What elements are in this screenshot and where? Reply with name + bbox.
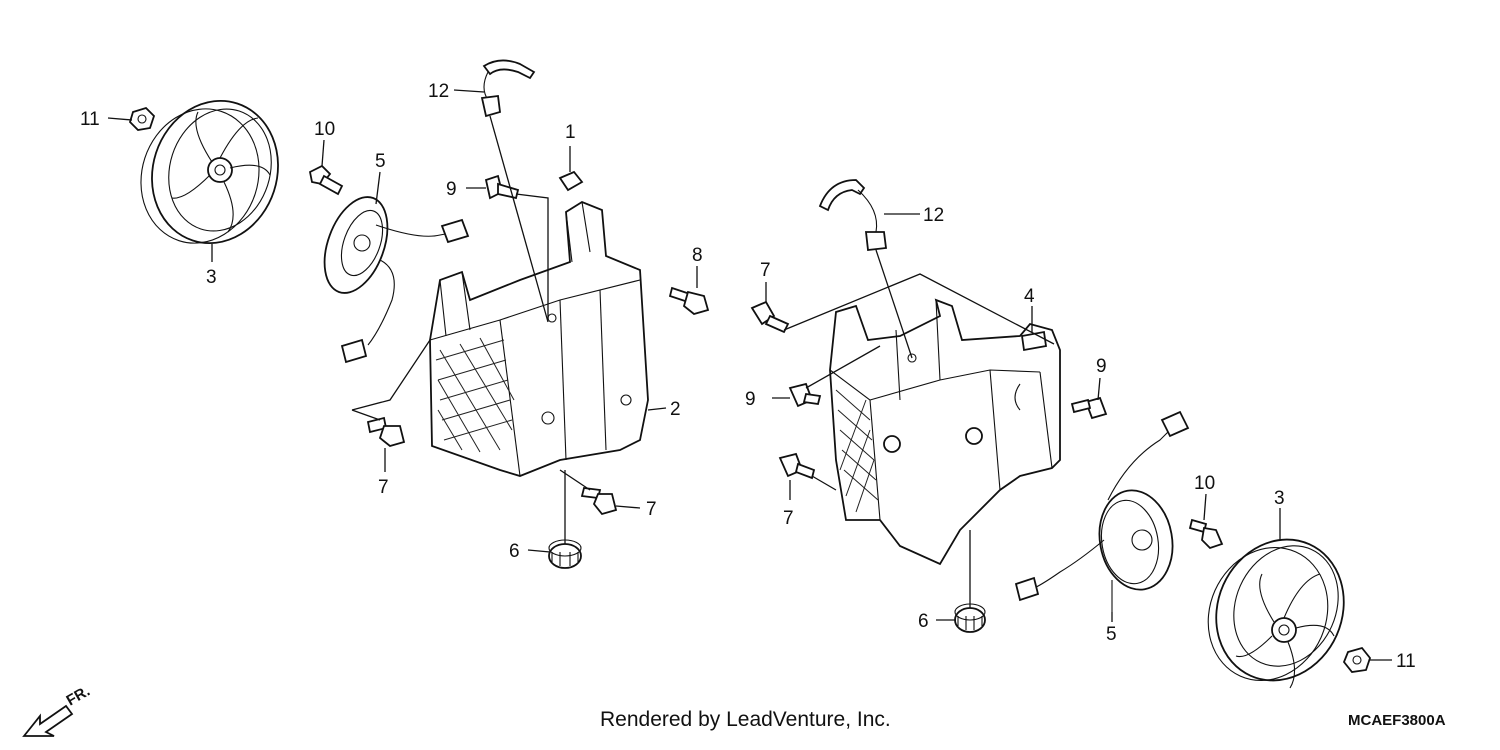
front-direction-arrow-icon: FR. [22,683,93,737]
render-credit: Rendered by LeadVenture, Inc. [600,708,891,731]
nut-left[interactable] [128,106,156,131]
wire-clip-right[interactable] [818,179,888,251]
bolt-7-right-a[interactable] [750,300,790,334]
bolt-left[interactable] [308,164,344,196]
nut-right[interactable] [1342,646,1372,673]
callout-7-left-a: 7 [378,477,389,498]
callout-10-right: 10 [1194,473,1215,494]
grommet-right[interactable] [954,603,986,633]
diagram-code: MCAEF3800A [1348,712,1446,729]
bolt-8[interactable] [668,286,710,315]
callout-6-left: 6 [509,541,520,562]
callout-5-left: 5 [375,151,386,172]
direction-label: FR. [64,683,93,710]
callout-10-left: 10 [314,119,335,140]
callout-8: 8 [692,245,703,266]
callout-9-left: 9 [446,179,457,200]
grommet-left[interactable] [548,539,582,569]
bolt-9-right-a[interactable] [788,382,822,408]
callout-6-right: 6 [918,611,929,632]
fan-right[interactable] [1187,519,1366,701]
callout-12-right: 12 [923,205,944,226]
callout-11-right: 11 [1396,651,1416,672]
callout-7-right-b: 7 [783,508,794,529]
callout-labels: 11 10 12 5 1 9 3 8 2 7 7 6 12 7 4 9 9 7 … [80,81,1416,672]
clip-1[interactable] [558,170,584,192]
callout-4: 4 [1024,286,1035,307]
bolt-9-right-b[interactable] [1070,396,1108,420]
callout-9-right-b: 9 [745,389,756,410]
callout-3-right: 3 [1274,488,1285,509]
bolt-9-left[interactable] [484,174,520,200]
callout-7-right-a: 7 [760,260,771,281]
wire-clip-left[interactable] [480,59,536,118]
bolt-7-left-b[interactable] [580,487,618,516]
callout-9-right-a: 9 [1096,356,1107,377]
bolt-7-left-a[interactable] [366,416,406,447]
bolt-10-right[interactable] [1188,518,1224,550]
motor-left[interactable] [313,188,470,364]
motor-right[interactable] [1014,410,1190,612]
callout-1: 1 [565,122,576,143]
callout-3-left: 3 [206,267,217,288]
fan-shroud-left[interactable] [429,200,649,477]
bolt-7-right-b[interactable] [778,452,816,480]
fan-shroud-right[interactable] [829,298,1061,566]
callout-2: 2 [670,399,681,420]
callout-7-left-b: 7 [646,499,657,520]
callout-11-left: 11 [80,109,100,130]
fan-left[interactable] [124,84,296,259]
callout-5-right: 5 [1106,624,1117,645]
callout-12-left: 12 [428,81,449,102]
